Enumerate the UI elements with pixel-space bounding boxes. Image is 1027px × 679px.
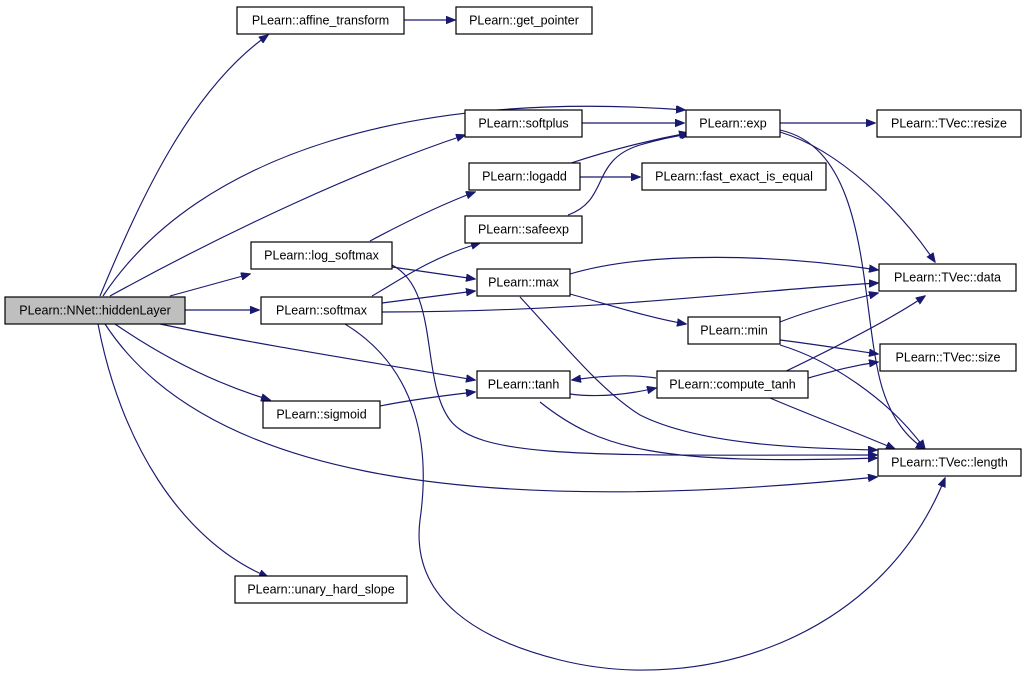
node-tvec_length[interactable]: PLearn::TVec::length (877, 448, 1022, 477)
node-label: PLearn::safeexp (478, 223, 569, 237)
edge-compute_tanh-tanh (572, 376, 657, 380)
edge-sigmoid-tanh (379, 392, 475, 407)
edge-hiddenLayer-sigmoid (114, 323, 270, 400)
node-tvec_data[interactable]: PLearn::TVec::data (878, 263, 1017, 292)
node-min[interactable]: PLearn::min (687, 316, 781, 345)
edge-log_softmax-logadd (369, 192, 475, 242)
node-tvec_size[interactable]: PLearn::TVec::size (879, 343, 1017, 372)
edge-hiddenLayer-tanh (159, 323, 475, 380)
edge-min-tvec_size (779, 339, 878, 354)
edge-hiddenLayer-softplus (109, 135, 465, 297)
edge-hiddenLayer-affine_transform (99, 35, 268, 297)
node-get_pointer[interactable]: PLearn::get_pointer (455, 6, 593, 35)
edge-min-tvec_length (779, 344, 925, 449)
node-tanh[interactable]: PLearn::tanh (476, 370, 571, 399)
node-label: PLearn::NNet::hiddenLayer (19, 304, 170, 318)
edge-exp-tvec_data (779, 131, 935, 262)
node-compute_tanh[interactable]: PLearn::compute_tanh (656, 370, 809, 399)
node-label: PLearn::log_softmax (264, 249, 379, 263)
node-softplus[interactable]: PLearn::softplus (464, 109, 583, 138)
node-label: PLearn::softmax (276, 304, 368, 318)
node-tvec_resize[interactable]: PLearn::TVec::resize (876, 109, 1022, 138)
edge-softmax-safeexp (371, 243, 480, 297)
nodes: PLearn::NNet::hiddenLayer PLearn::affine… (4, 6, 1022, 604)
node-label: PLearn::compute_tanh (669, 378, 796, 392)
node-label: PLearn::tanh (488, 378, 560, 392)
node-label: PLearn::TVec::resize (891, 117, 1007, 131)
node-sigmoid[interactable]: PLearn::sigmoid (262, 400, 381, 429)
edge-exp-tvec_length (779, 129, 925, 449)
edge-softmax-max (381, 291, 475, 304)
edge-compute_tanh-tvec_size (807, 362, 878, 379)
node-safeexp[interactable]: PLearn::safeexp (464, 215, 583, 244)
node-label: PLearn::unary_hard_slope (247, 583, 394, 597)
node-exp[interactable]: PLearn::exp (685, 109, 781, 138)
node-softmax[interactable]: PLearn::softmax (260, 296, 383, 325)
node-max[interactable]: PLearn::max (476, 268, 571, 297)
node-label: PLearn::TVec::length (891, 456, 1008, 470)
node-label: PLearn::fast_exact_is_equal (655, 170, 813, 184)
node-log_softmax[interactable]: PLearn::log_softmax (250, 241, 393, 270)
node-label: PLearn::exp (699, 117, 766, 131)
edge-hiddenLayer-exp (102, 106, 685, 297)
node-logadd[interactable]: PLearn::logadd (468, 162, 581, 191)
edge-hiddenLayer-log_softmax (169, 274, 250, 297)
edge-max-tvec_length (519, 296, 877, 450)
node-label: PLearn::affine_transform (252, 14, 389, 28)
node-label: PLearn::TVec::data (894, 271, 1001, 285)
edge-logadd-exp (567, 133, 688, 165)
edge-max-tvec_data (569, 256, 878, 275)
edge-max-min (569, 293, 686, 324)
node-label: PLearn::get_pointer (469, 14, 579, 28)
node-fast_exact_is_equal[interactable]: PLearn::fast_exact_is_equal (641, 162, 827, 191)
node-label: PLearn::softplus (478, 117, 568, 131)
edge-softmax-tvec_length (344, 323, 945, 671)
edge-tanh-compute_tanh (569, 388, 656, 397)
edge-tanh-tvec_length (539, 401, 877, 460)
node-label: PLearn::sigmoid (276, 408, 366, 422)
node-affine_transform[interactable]: PLearn::affine_transform (236, 6, 405, 35)
edge-softmax-tvec_data (381, 283, 878, 313)
node-label: PLearn::logadd (482, 170, 567, 184)
edge-hiddenLayer-unary_hard_slope (97, 323, 268, 577)
edge-min-tvec_data (779, 293, 878, 323)
node-label: PLearn::min (700, 324, 767, 338)
node-label: PLearn::max (488, 276, 560, 290)
edge-safeexp-exp (567, 134, 690, 216)
node-hiddenLayer[interactable]: PLearn::NNet::hiddenLayer (4, 296, 186, 325)
node-unary_hard_slope[interactable]: PLearn::unary_hard_slope (234, 575, 408, 604)
edge-compute_tanh-tvec_length (769, 397, 895, 449)
edge-compute_tanh-tvec_data (779, 296, 925, 375)
edge-log_softmax-tvec_length (391, 264, 877, 455)
edges (97, 20, 945, 671)
edge-log_softmax-max (391, 266, 475, 279)
edge-hiddenLayer-tvec_length (104, 323, 877, 493)
node-label: PLearn::TVec::size (896, 351, 1001, 365)
